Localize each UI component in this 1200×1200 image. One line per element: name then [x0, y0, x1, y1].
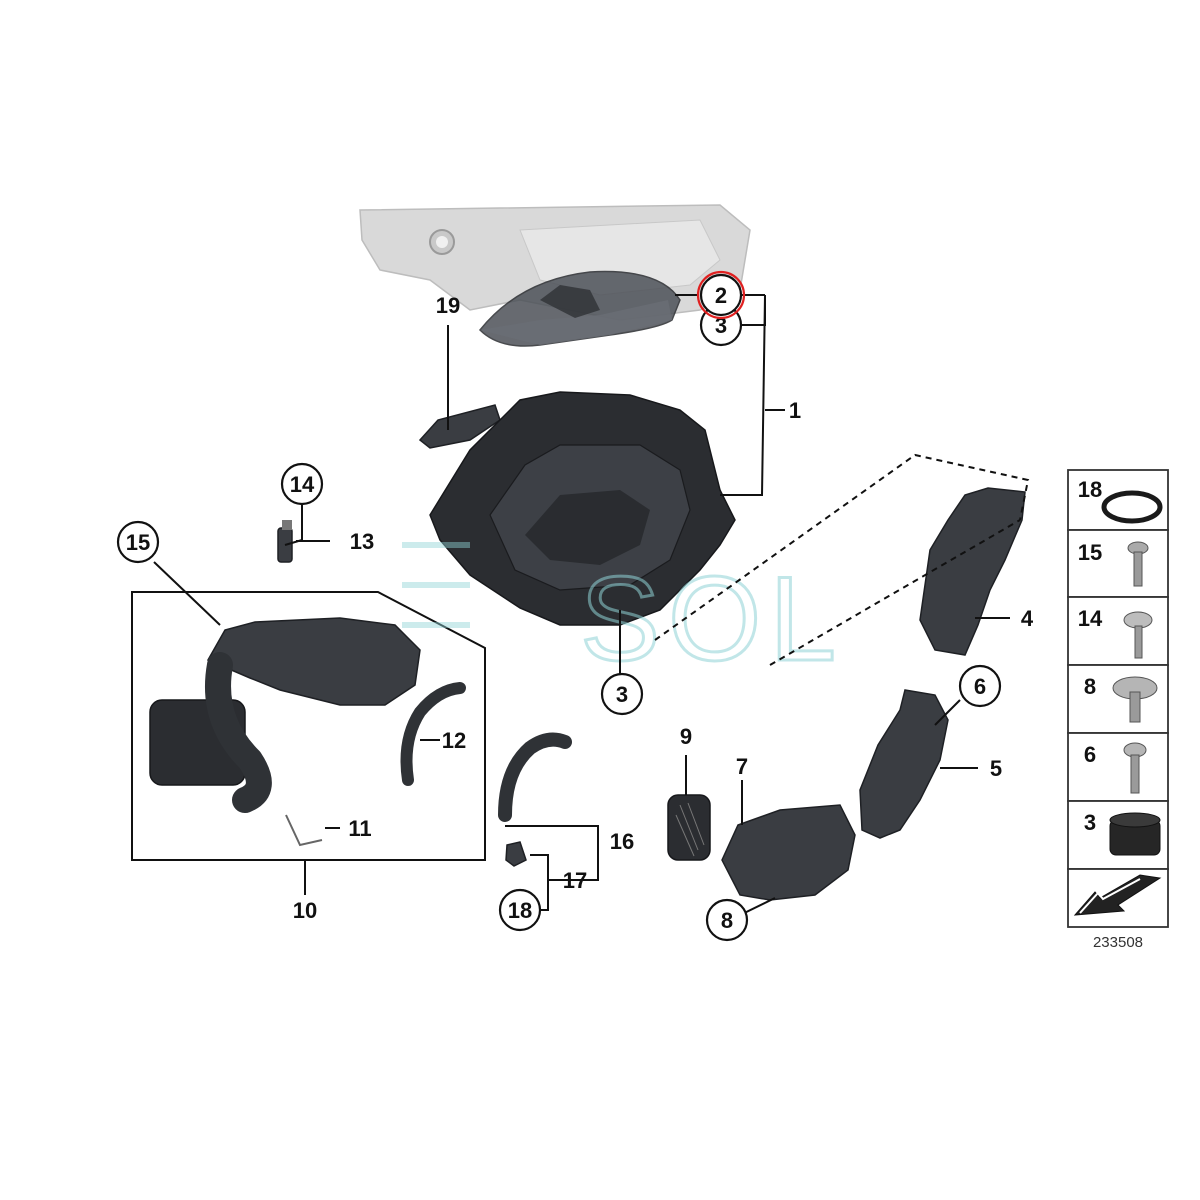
- callout-18: 18: [498, 888, 542, 932]
- svg-text:5: 5: [990, 756, 1002, 781]
- part-10-intake-assembly: [149, 617, 421, 813]
- part-4-intake-duct: [919, 487, 1026, 656]
- reference-number: 233508: [1093, 934, 1143, 951]
- label-1: 1: [789, 398, 801, 423]
- part-13-sensor: [277, 520, 293, 563]
- label-10: 10: [293, 898, 317, 923]
- label-7: 7: [736, 754, 748, 779]
- watermark: SOL: [402, 542, 844, 688]
- part-5-intake-duct: [859, 689, 949, 839]
- part-17-connector: [505, 841, 527, 867]
- pan-screw-icon: [1123, 742, 1147, 794]
- panel-label-8: 8: [1084, 674, 1096, 699]
- label-5: 5: [990, 756, 1002, 781]
- part-7-elbow-duct: [721, 804, 856, 901]
- part-16-hose: [498, 732, 572, 822]
- screw-icon: [1123, 611, 1153, 659]
- svg-text:10: 10: [293, 898, 317, 923]
- svg-text:12: 12: [442, 728, 466, 753]
- svg-text:8: 8: [721, 908, 733, 933]
- svg-text:3: 3: [715, 313, 727, 338]
- panel-label-3: 3: [1084, 810, 1096, 835]
- svg-text:6: 6: [974, 674, 986, 699]
- direction-arrow-icon: [1073, 874, 1162, 916]
- svg-text:4: 4: [1021, 606, 1034, 631]
- label-4: 4: [1021, 606, 1034, 631]
- svg-text:11: 11: [348, 816, 371, 841]
- svg-text:16: 16: [610, 829, 634, 854]
- part-1-air-filter-housing: [429, 391, 736, 626]
- label-12: 12: [442, 728, 466, 753]
- svg-text:17: 17: [563, 868, 587, 893]
- callout-2-highlighted: 2: [696, 270, 746, 320]
- callout-14: 14: [280, 462, 324, 506]
- watermark-text: SOL: [580, 552, 844, 686]
- rubber-grommet-icon: [1109, 812, 1161, 856]
- label-17: 17: [563, 868, 587, 893]
- callout-3-bottom: 3: [600, 672, 644, 716]
- part-12-hose: [400, 682, 466, 786]
- label-11: 11: [348, 816, 371, 841]
- callout-8: 8: [705, 898, 749, 942]
- svg-text:2: 2: [715, 283, 727, 308]
- bolt-icon: [1127, 541, 1149, 587]
- small-parts-panel: 18 15 14 8 6 3 23350: [1067, 469, 1169, 951]
- o-ring-icon: [1101, 490, 1163, 524]
- svg-text:9: 9: [680, 724, 692, 749]
- label-19: 19: [436, 293, 460, 318]
- svg-text:7: 7: [736, 754, 748, 779]
- panel-label-15: 15: [1078, 540, 1102, 565]
- part-9-grille: [667, 794, 711, 861]
- svg-text:13: 13: [350, 529, 374, 554]
- panel-label-14: 14: [1078, 606, 1103, 631]
- panel-label-18: 18: [1078, 477, 1102, 502]
- part-2-filter-lid: [478, 270, 681, 347]
- highlight-circle: [696, 270, 746, 320]
- svg-text:14: 14: [290, 472, 315, 497]
- svg-text:19: 19: [436, 293, 460, 318]
- label-13: 13: [350, 529, 374, 554]
- leader-lines: [153, 294, 1010, 921]
- flange-nut-icon: [1112, 676, 1158, 723]
- part-10-assembly-frame: [131, 591, 486, 861]
- callout-6: 6: [958, 664, 1002, 708]
- callout-15: 15: [116, 520, 160, 564]
- svg-text:3: 3: [616, 682, 628, 707]
- svg-text:18: 18: [508, 898, 532, 923]
- svg-text:1: 1: [789, 398, 801, 423]
- part-11-clip: [285, 814, 323, 847]
- panel-label-6: 6: [1084, 742, 1096, 767]
- svg-text:15: 15: [126, 530, 150, 555]
- label-9: 9: [680, 724, 692, 749]
- label-16: 16: [610, 829, 634, 854]
- dashed-group-frame: [654, 453, 1030, 666]
